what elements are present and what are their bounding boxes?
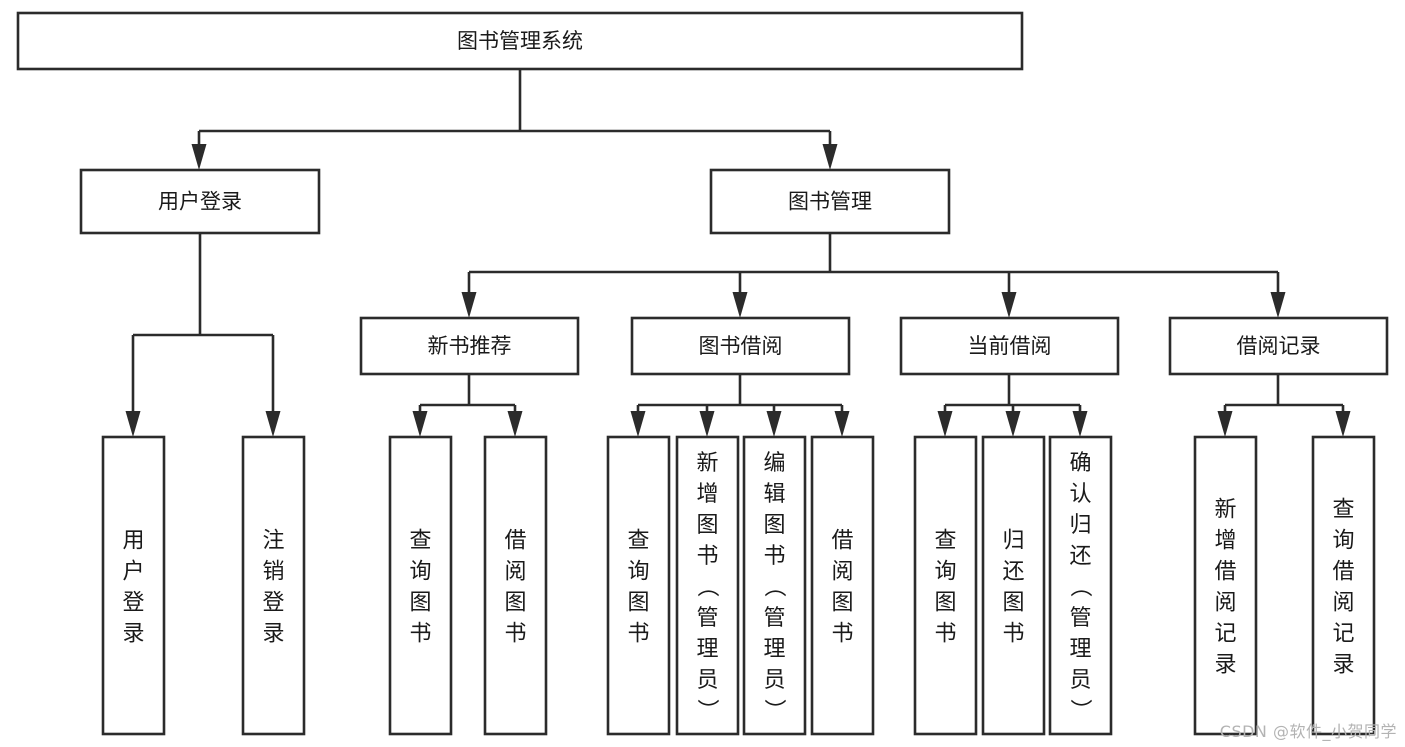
arrowhead-icon xyxy=(699,411,715,437)
node-box[interactable] xyxy=(899,316,1120,376)
node-leaf-query-book-3[interactable]: 查询图书 xyxy=(913,435,978,736)
node-label: 查询借阅记录 xyxy=(1332,498,1354,678)
node-box[interactable] xyxy=(79,168,321,235)
node-box[interactable] xyxy=(101,435,166,736)
node-leaf-query-book-2[interactable]: 查询图书 xyxy=(606,435,671,736)
arrowhead-icon xyxy=(1335,411,1351,437)
node-current-borrow[interactable]: 当前借阅 xyxy=(899,316,1120,376)
arrowhead-icon xyxy=(1270,292,1286,318)
arrowhead-icon xyxy=(766,411,782,437)
node-label: 图书借阅 xyxy=(699,334,783,358)
node-leaf-add-record[interactable]: 新增借阅记录 xyxy=(1193,435,1258,736)
node-box[interactable] xyxy=(913,435,978,736)
node-label: 新增图书（管理员） xyxy=(696,451,719,724)
arrowhead-icon xyxy=(412,411,428,437)
node-label: 用户登录 xyxy=(122,529,144,647)
node-box[interactable] xyxy=(1193,435,1258,736)
arrowhead-icon xyxy=(507,411,523,437)
node-book-manage[interactable]: 图书管理 xyxy=(709,168,951,235)
node-label: 新增借阅记录 xyxy=(1214,498,1236,678)
node-box[interactable] xyxy=(483,435,548,736)
node-box[interactable] xyxy=(1048,435,1113,736)
nodes-layer: 图书管理系统用户登录图书管理新书推荐图书借阅当前借阅借阅记录用户登录注销登录查询… xyxy=(16,11,1389,736)
arrowhead-icon xyxy=(1005,411,1021,437)
connector-borrow-record-bus xyxy=(1217,374,1351,437)
node-leaf-borrow-book-2[interactable]: 借阅图书 xyxy=(810,435,875,736)
arrowhead-icon xyxy=(732,292,748,318)
node-box[interactable] xyxy=(388,435,453,736)
arrowhead-icon xyxy=(1001,292,1017,318)
arrowhead-icon xyxy=(822,144,838,170)
connector-current-borrow-bus xyxy=(937,374,1088,437)
node-label: 注销登录 xyxy=(262,529,284,647)
node-label: 借阅记录 xyxy=(1237,334,1321,358)
node-leaf-confirm-return[interactable]: 确认归还（管理员） xyxy=(1048,435,1113,736)
arrowhead-icon xyxy=(191,144,207,170)
node-borrow-record[interactable]: 借阅记录 xyxy=(1168,316,1389,376)
node-leaf-add-book[interactable]: 新增图书（管理员） xyxy=(675,435,740,736)
node-box[interactable] xyxy=(241,435,306,736)
arrowhead-icon xyxy=(461,292,477,318)
node-leaf-query-record[interactable]: 查询借阅记录 xyxy=(1311,435,1376,736)
arrowhead-icon xyxy=(1072,411,1088,437)
node-label: 查询图书 xyxy=(627,529,649,647)
node-label: 用户登录 xyxy=(158,190,242,214)
arrowhead-icon xyxy=(265,411,281,437)
connector-book-borrow-bus xyxy=(630,374,850,437)
node-label: 新书推荐 xyxy=(428,334,512,358)
node-box[interactable] xyxy=(630,316,851,376)
arrowhead-icon xyxy=(125,411,141,437)
node-label: 查询图书 xyxy=(934,529,956,647)
node-leaf-return-book[interactable]: 归还图书 xyxy=(981,435,1046,736)
node-label: 当前借阅 xyxy=(968,334,1052,358)
node-label: 确认归还（管理员） xyxy=(1069,451,1092,724)
node-box[interactable] xyxy=(1311,435,1376,736)
node-box[interactable] xyxy=(606,435,671,736)
node-leaf-edit-book[interactable]: 编辑图书（管理员） xyxy=(742,435,807,736)
arrowhead-icon xyxy=(630,411,646,437)
node-box[interactable] xyxy=(16,11,1024,71)
node-label: 借阅图书 xyxy=(831,529,853,647)
node-label: 借阅图书 xyxy=(504,529,526,647)
node-label: 编辑图书（管理员） xyxy=(763,451,786,724)
node-label: 查询图书 xyxy=(409,529,431,647)
node-leaf-borrow-book-1[interactable]: 借阅图书 xyxy=(483,435,548,736)
connector-root-bus xyxy=(191,69,838,170)
node-root[interactable]: 图书管理系统 xyxy=(16,11,1024,71)
connector-book-manage-bus xyxy=(461,233,1286,318)
node-label: 图书管理系统 xyxy=(457,29,583,53)
node-box[interactable] xyxy=(981,435,1046,736)
arrowhead-icon xyxy=(937,411,953,437)
node-box[interactable] xyxy=(810,435,875,736)
node-box[interactable] xyxy=(1168,316,1389,376)
node-leaf-logout[interactable]: 注销登录 xyxy=(241,435,306,736)
node-leaf-user-login[interactable]: 用户登录 xyxy=(101,435,166,736)
node-box[interactable] xyxy=(675,435,740,736)
node-box[interactable] xyxy=(359,316,580,376)
node-user-login[interactable]: 用户登录 xyxy=(79,168,321,235)
node-book-borrow[interactable]: 图书借阅 xyxy=(630,316,851,376)
arrowhead-icon xyxy=(834,411,850,437)
connector-new-book-bus xyxy=(412,374,523,437)
node-box[interactable] xyxy=(709,168,951,235)
connectors-layer xyxy=(125,69,1351,437)
arrowhead-icon xyxy=(1217,411,1233,437)
node-box[interactable] xyxy=(742,435,807,736)
node-new-book-rec[interactable]: 新书推荐 xyxy=(359,316,580,376)
node-leaf-query-book-1[interactable]: 查询图书 xyxy=(388,435,453,736)
node-label: 归还图书 xyxy=(1002,529,1024,647)
connector-user-login-bus xyxy=(125,233,281,437)
node-label: 图书管理 xyxy=(788,190,872,214)
